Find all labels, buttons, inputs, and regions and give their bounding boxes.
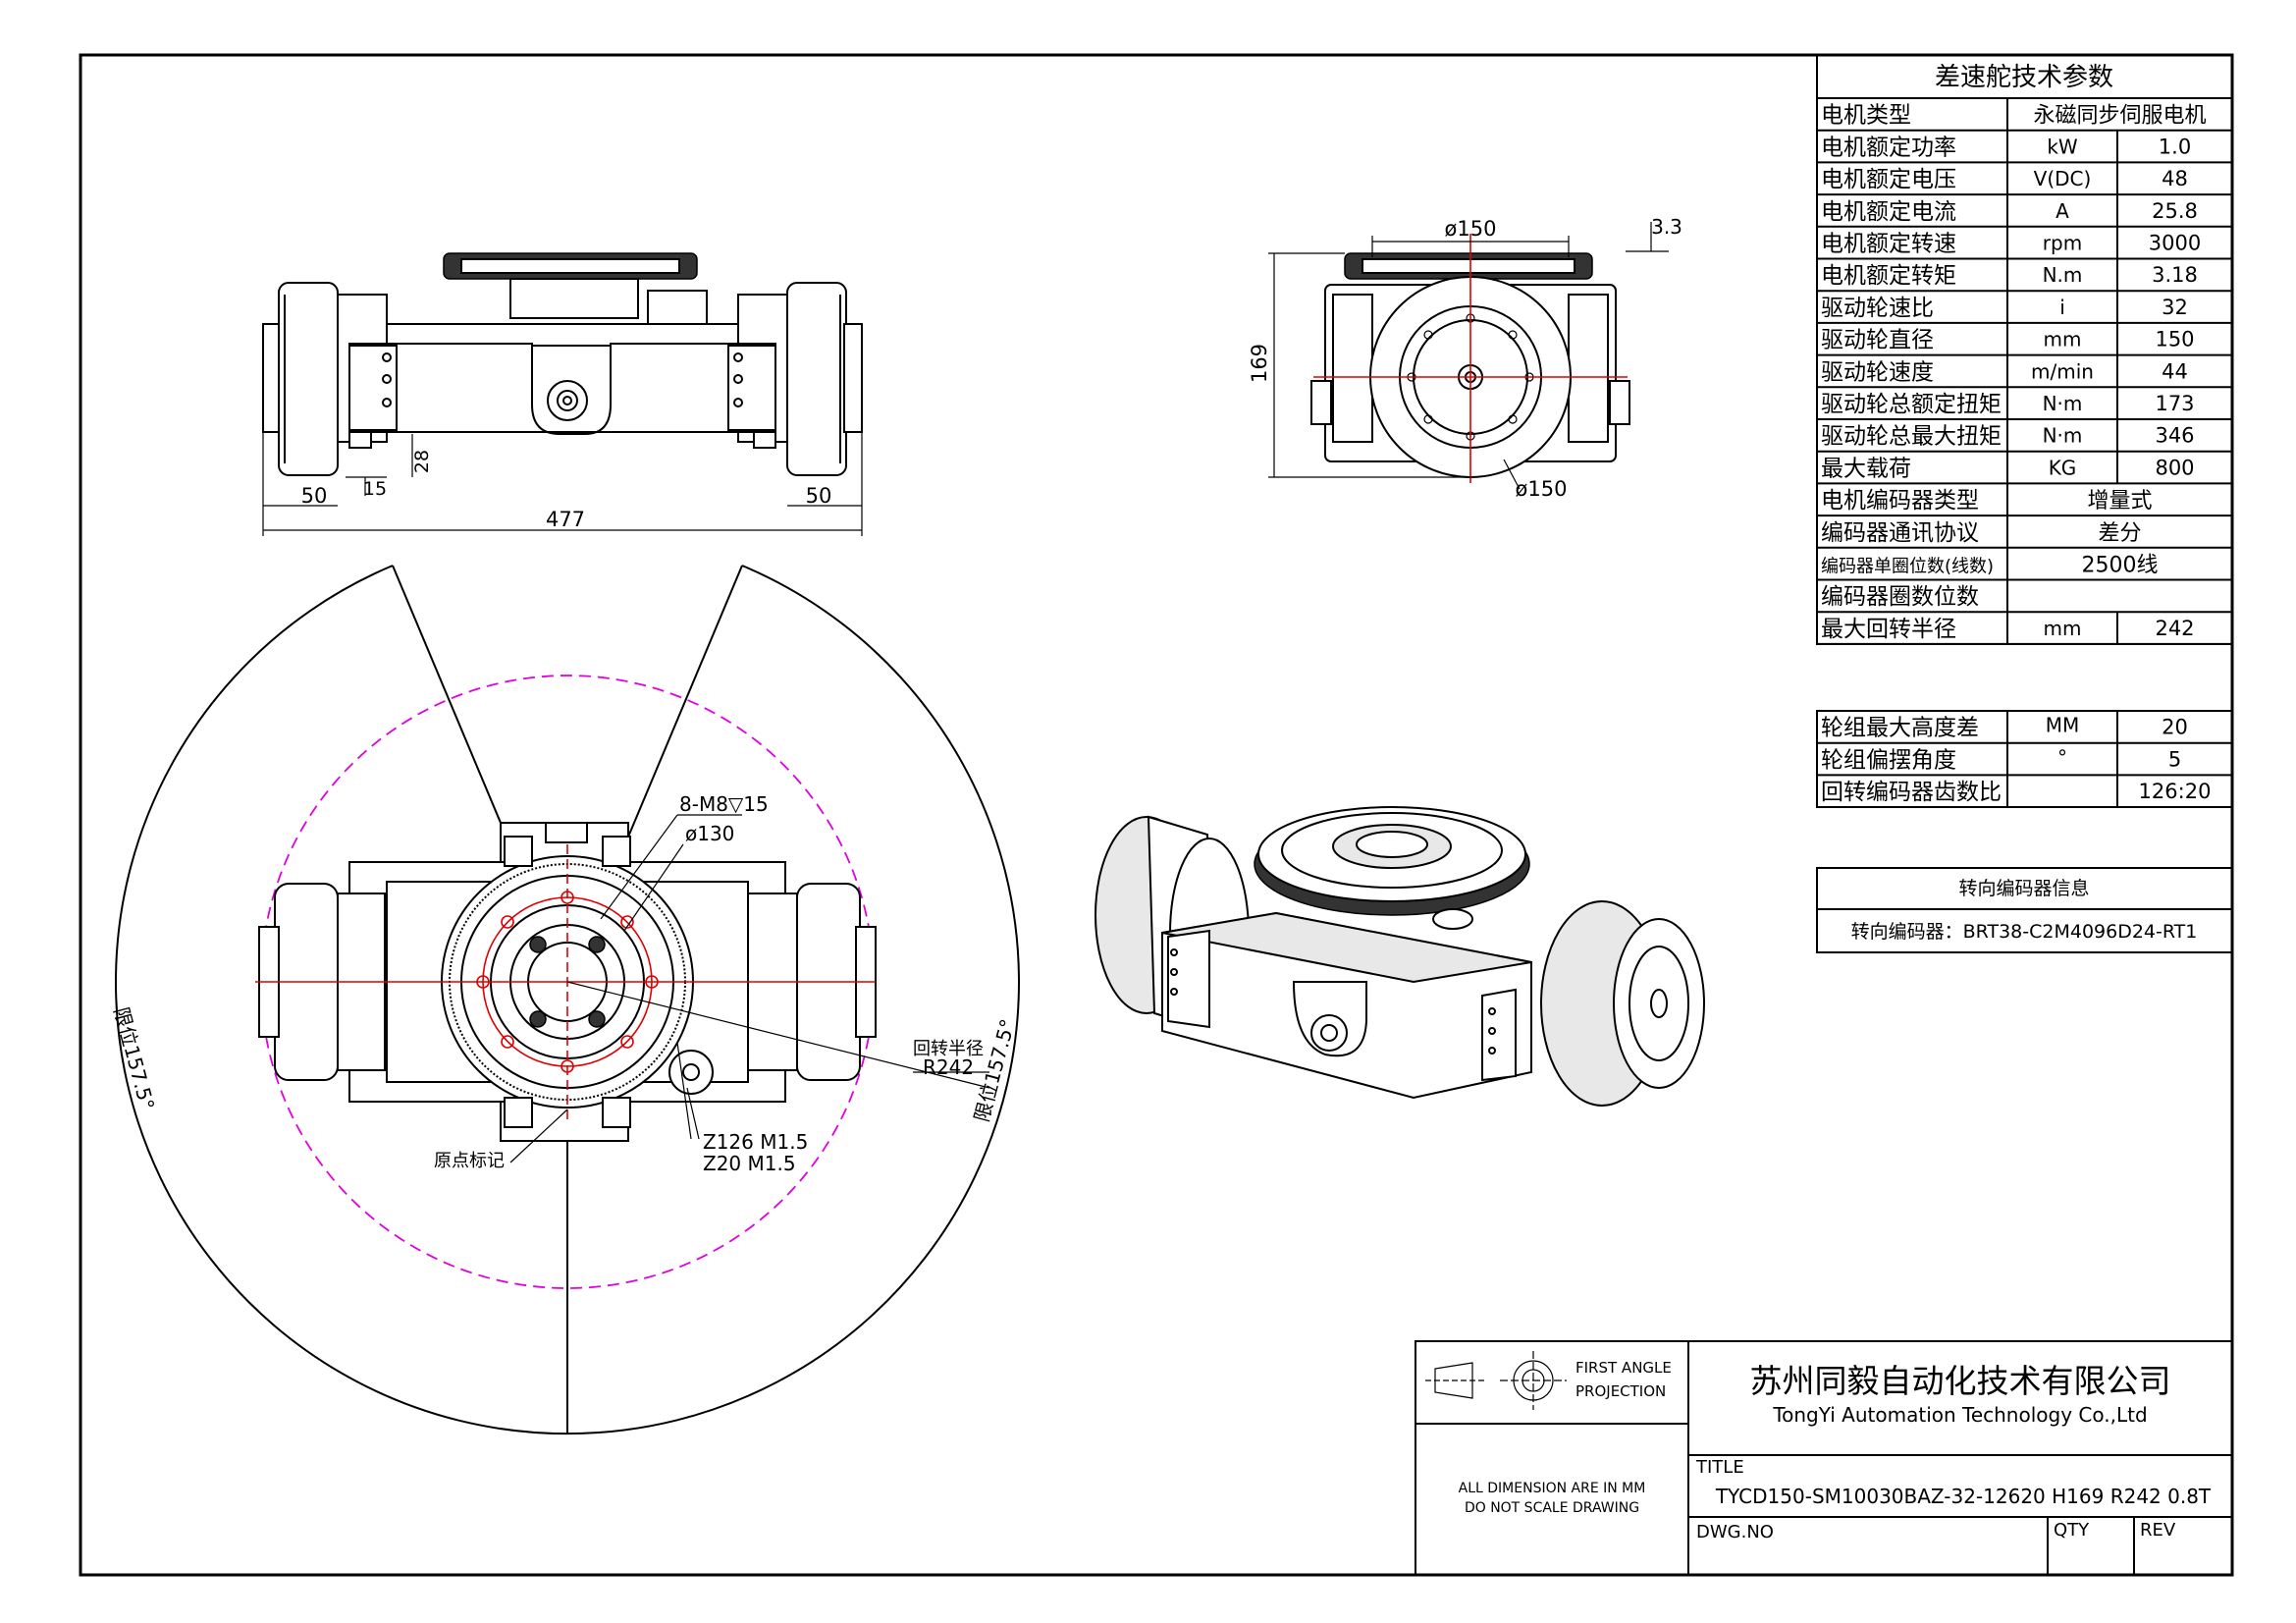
dimension-note-line2: DO NOT SCALE DRAWING [1465,1500,1639,1516]
wheel-value-1: 5 [2168,747,2181,771]
wheel-unit-1: ° [2057,745,2067,769]
param-label-2: 电机额定电压 [1821,167,1956,192]
side-dim-offset: 3.3 [1651,215,1682,239]
param-unit-11: KG [2049,456,2077,479]
param-label-12: 电机编码器类型 [1821,488,1979,514]
wheel-label-0: 轮组最大高度差 [1821,716,1979,741]
param-unit-16: mm [2044,617,2082,640]
encoder-table-value: 转向编码器：BRT38-C2M4096D24-RT1 [1851,921,2198,943]
front-dim-total: 477 [546,508,585,531]
side-dim-top: ø150 [1445,217,1497,241]
encoder-table-title: 转向编码器信息 [1958,878,2089,899]
param-label-16: 最大回转半径 [1821,617,1956,642]
qty-label: QTY [2054,1520,2090,1541]
param-unit-8: m/min [2031,359,2094,383]
param-value-5: 3.18 [2152,263,2198,287]
param-value-13: 差分 [2098,521,2141,546]
param-unit-4: rpm [2043,232,2082,255]
param-value-1: 1.0 [2159,135,2191,158]
title-label: TITLE [1695,1457,1744,1478]
front-view: 50 50 15 28 477 [262,252,863,536]
plan-origin-mark: 原点标记 [434,1151,505,1171]
param-label-14: 编码器单圈位数(线数) [1821,557,1994,577]
param-value-9: 173 [2155,392,2194,415]
param-label-9: 驱动轮总额定扭矩 [1821,392,2002,417]
company-name-en: TongYi Automation Technology Co.,Ltd [1772,1403,2147,1427]
param-value-4: 3000 [2149,232,2201,255]
param-value-7: 150 [2155,328,2194,352]
title-block: FIRST ANGLE PROJECTION ALL DIMENSION ARE… [1415,1340,2233,1576]
company-name-cn: 苏州同毅自动化技术有限公司 [1750,1362,2171,1400]
param-label-4: 电机额定转速 [1821,232,1956,257]
plan-gear-note2: Z20 M1.5 [703,1152,796,1175]
wheel-label-2: 回转编码器齿数比 [1821,780,2002,805]
param-unit-6: i [2059,296,2065,319]
param-label-5: 电机额定转矩 [1821,263,1956,289]
wheel-table: 轮组最大高度差 MM 20 轮组偏摆角度 ° 5 回转编码器齿数比 126:20 [1816,710,2233,808]
param-value-3: 25.8 [2152,199,2198,223]
param-label-1: 电机额定功率 [1821,135,1956,160]
plan-turn-radius-value: R242 [923,1055,974,1079]
param-value-16: 242 [2155,617,2194,640]
wheel-value-0: 20 [2162,716,2188,739]
plan-turn-radius-label: 回转半径 [913,1039,984,1059]
dwg-no-label: DWG.NO [1696,1522,1774,1542]
param-label-7: 驱动轮直径 [1821,328,1934,353]
param-label-10: 驱动轮总最大扭矩 [1821,424,2002,450]
plan-limit-right: 限位157.5° [970,1016,1020,1124]
param-label-13: 编码器通讯协议 [1821,520,1979,546]
first-angle-projection-icon [1425,1351,1567,1410]
param-unit-5: N.m [2043,263,2083,287]
plan-view: 8-M8▽15 ø130 Z126 M1.5 Z20 M1.5 原点标记 回转半… [109,565,1020,1435]
plan-bolt-note: 8-M8▽15 [679,792,769,816]
param-unit-3: A [2056,199,2069,223]
param-label-6: 驱动轮速比 [1821,296,1934,321]
side-dim-height: 169 [1248,344,1271,383]
front-dim-small: 15 [363,478,387,500]
param-value-2: 48 [2162,167,2188,190]
plan-limit-left: 限位157.5° [109,1004,159,1112]
param-unit-2: V(DC) [2034,167,2092,190]
wheel-unit-0: MM [2046,714,2080,737]
drawing-title: TYCD150-SM10030BAZ-32-12620 H169 R242 0.… [1715,1485,2212,1508]
param-value-12: 增量式 [2087,489,2152,514]
param-value-8: 44 [2162,359,2188,383]
dimension-note-line1: ALL DIMENSION ARE IN MM [1459,1481,1646,1496]
params-table-title: 差速舵技术参数 [1935,63,2113,92]
sheet-border [79,53,2234,1577]
plan-gear-note1: Z126 M1.5 [703,1130,808,1154]
side-dim-wheel: ø150 [1516,477,1568,501]
param-label-8: 驱动轮速度 [1821,359,1934,385]
front-dim-left: 50 [301,484,328,508]
front-dim-right: 50 [806,484,832,508]
front-dim-height: 28 [411,450,433,473]
param-label-11: 最大载荷 [1821,456,1911,481]
param-label-15: 编码器圈数位数 [1821,584,1979,610]
param-unit-9: N·m [2043,392,2083,415]
param-unit-10: N·m [2043,424,2083,448]
projection-line1: FIRST ANGLE [1575,1359,1672,1377]
rev-label: REV [2140,1520,2176,1541]
param-value-14: 2500线 [2082,554,2159,578]
param-unit-1: kW [2047,135,2078,158]
param-value-0: 永磁同步伺服电机 [2033,104,2206,129]
param-label-0: 电机类型 [1821,103,1911,129]
param-unit-7: mm [2044,328,2082,352]
encoder-table: 转向编码器信息 转向编码器：BRT38-C2M4096D24-RT1 [1816,867,2233,953]
projection-line2: PROJECTION [1575,1382,1666,1400]
param-value-11: 800 [2155,456,2194,479]
wheel-label-1: 轮组偏摆角度 [1821,747,1956,773]
param-value-6: 32 [2162,296,2188,319]
isometric-view [1095,806,1705,1107]
wheel-value-2: 126:20 [2139,780,2212,803]
side-view: ø150 3.3 169 ø150 [1248,215,1682,501]
param-label-3: 电机额定电流 [1821,199,1956,225]
param-value-10: 346 [2155,424,2194,448]
plan-bolt-circle: ø130 [685,822,734,845]
